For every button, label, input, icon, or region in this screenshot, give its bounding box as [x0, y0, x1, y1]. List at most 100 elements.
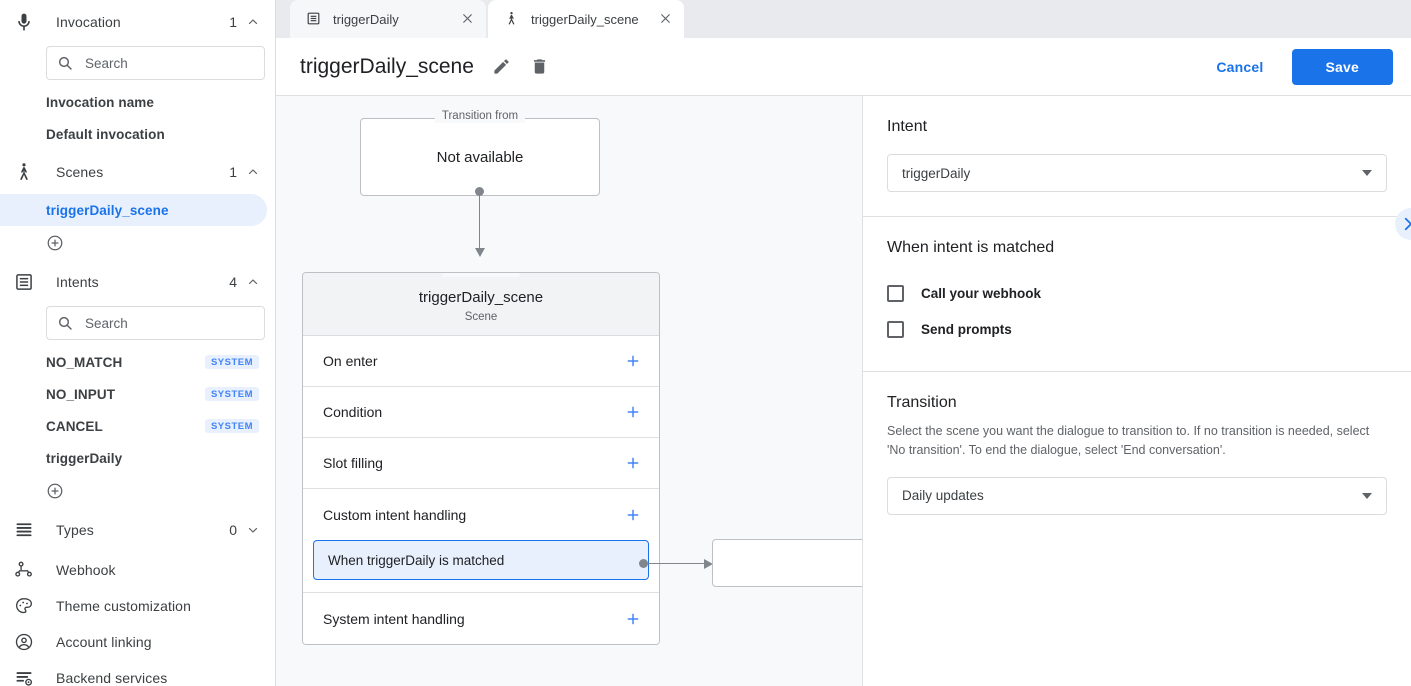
- when-intent-matched-title: When intent is matched: [887, 239, 1055, 256]
- sidebar-item-label: Theme customization: [56, 598, 191, 614]
- invocation-search-box[interactable]: [46, 46, 265, 80]
- checkbox-send-prompts[interactable]: [887, 320, 904, 338]
- sidebar-item-backend-services[interactable]: Backend services: [0, 660, 275, 686]
- invocation-search-wrap: [0, 46, 275, 80]
- sidebar-group-invocation-count: 1: [229, 14, 237, 30]
- tab-label: triggerDaily: [333, 11, 399, 27]
- pencil-icon[interactable]: [492, 57, 512, 77]
- checkbox-label: Send prompts: [921, 321, 1012, 337]
- sidebar-item-label: Default invocation: [46, 126, 165, 142]
- checkbox-label: Call your webhook: [921, 285, 1042, 301]
- sidebar-item-account-linking[interactable]: Account linking: [0, 624, 275, 660]
- sidebar-item-label: Webhook: [56, 562, 116, 578]
- handler-output-dot: [639, 559, 648, 568]
- transition-from-legend: Transition from: [434, 110, 526, 123]
- scene-row-slot-filling[interactable]: Slot filling: [303, 438, 659, 489]
- page-header: triggerDaily_scene Cancel Save: [276, 38, 1411, 96]
- sidebar-item-no-match[interactable]: NO_MATCH SYSTEM: [0, 346, 275, 378]
- transition-select-value: Daily updates: [902, 488, 984, 504]
- add-circle-icon[interactable]: [46, 482, 64, 500]
- sidebar-group-scenes-count: 1: [229, 164, 237, 180]
- add-custom-intent-handling-icon[interactable]: [625, 507, 641, 523]
- intent-handler-wrap: When triggerDaily is matched: [303, 540, 659, 593]
- palette-icon: [12, 594, 36, 618]
- scene-card[interactable]: Transition to triggerDaily_scene Scene O…: [302, 272, 660, 645]
- intents-search-box[interactable]: [46, 306, 265, 340]
- checkbox-row-call-your-webhook[interactable]: Call your webhook: [887, 275, 1387, 311]
- add-condition-icon[interactable]: [625, 404, 641, 420]
- add-system-intent-handling-icon[interactable]: [625, 611, 641, 627]
- transition-section: Transition Select the scene you want the…: [863, 372, 1411, 539]
- add-scene-row: [0, 226, 275, 260]
- sidebar-item-default-invocation[interactable]: Default invocation: [0, 118, 275, 150]
- sidebar-group-intents[interactable]: Intents 4: [0, 260, 275, 304]
- sidebar-item-label: NO_MATCH: [46, 354, 123, 370]
- intent-select[interactable]: triggerDaily: [887, 154, 1387, 192]
- sidebar-item-webhook[interactable]: Webhook: [0, 552, 275, 588]
- checkbox-row-send-prompts[interactable]: Send prompts: [887, 311, 1387, 347]
- system-badge: SYSTEM: [204, 418, 259, 434]
- edge-arrow-right: [704, 559, 713, 569]
- sidebar-group-intents-count: 4: [229, 274, 237, 290]
- tab-bar: triggerDaily triggerDaily_scene: [276, 0, 1411, 38]
- backend-services-icon: [12, 666, 36, 686]
- add-slot-filling-icon[interactable]: [625, 455, 641, 471]
- scene-row-condition[interactable]: Condition: [303, 387, 659, 438]
- transition-target-value: Dail: [713, 540, 862, 586]
- sidebar-item-label: Account linking: [56, 634, 152, 650]
- sidebar-item-cancel[interactable]: CANCEL SYSTEM: [0, 410, 275, 442]
- intent-icon: [306, 11, 322, 27]
- chevron-up-icon[interactable]: [247, 166, 259, 178]
- edge-start-dot: [475, 187, 484, 196]
- chevron-right-icon: [1404, 215, 1411, 233]
- scene-row-custom-intent-handling[interactable]: Custom intent handling: [303, 489, 659, 540]
- intents-search-input[interactable]: [83, 314, 254, 332]
- intent-handler-chip[interactable]: When triggerDaily is matched: [313, 540, 649, 580]
- scene-row-label: Slot filling: [323, 455, 383, 471]
- edge-arrow-down: [475, 248, 485, 257]
- scene-row-system-intent-handling[interactable]: System intent handling: [303, 593, 659, 644]
- chevron-up-icon[interactable]: [247, 16, 259, 28]
- close-icon[interactable]: [658, 11, 674, 27]
- transition-section-description: Select the scene you want the dialogue t…: [887, 424, 1370, 458]
- transition-target-node[interactable]: Tr Dail: [712, 539, 862, 587]
- tab-triggerdaily[interactable]: triggerDaily: [290, 0, 486, 38]
- edge-vertical: [479, 192, 480, 254]
- transition-select[interactable]: Daily updates: [887, 476, 1387, 515]
- account-circle-icon: [12, 630, 36, 654]
- when-intent-matched-section: When intent is matched Call your webhook…: [863, 217, 1411, 372]
- chevron-down-icon[interactable]: [247, 524, 259, 536]
- scene-graph-canvas[interactable]: Transition from Not available Transition…: [276, 96, 862, 686]
- cancel-button[interactable]: Cancel: [1204, 50, 1275, 84]
- sidebar-item-theme-customization[interactable]: Theme customization: [0, 588, 275, 624]
- tab-triggerdaily-scene[interactable]: triggerDaily_scene: [488, 0, 684, 38]
- sidebar-item-triggerdaily-scene[interactable]: triggerDaily_scene: [0, 194, 267, 226]
- chevron-up-icon[interactable]: [247, 276, 259, 288]
- invocation-search-input[interactable]: [83, 54, 254, 72]
- right-properties-panel: Intent triggerDaily When intent is match…: [862, 96, 1411, 686]
- intents-list-icon: [12, 270, 36, 294]
- save-button[interactable]: Save: [1291, 48, 1393, 85]
- scene-card-header: triggerDaily_scene Scene: [303, 273, 659, 336]
- transition-from-node[interactable]: Transition from Not available: [360, 110, 600, 196]
- scene-row-on-enter[interactable]: On enter: [303, 336, 659, 387]
- sidebar-group-scenes[interactable]: Scenes 1: [0, 150, 275, 194]
- sidebar-group-invocation-label: Invocation: [56, 14, 121, 30]
- sidebar-item-label: CANCEL: [46, 418, 103, 434]
- sidebar-group-types[interactable]: Types 0: [0, 508, 275, 552]
- sidebar-item-triggerdaily[interactable]: triggerDaily: [0, 442, 275, 474]
- trash-icon[interactable]: [530, 57, 550, 77]
- search-icon: [57, 315, 73, 331]
- add-circle-icon[interactable]: [46, 234, 64, 252]
- sidebar-group-invocation[interactable]: Invocation 1: [0, 0, 275, 44]
- close-icon[interactable]: [460, 11, 476, 27]
- checkbox-call-your-webhook[interactable]: [887, 284, 904, 302]
- sidebar-item-invocation-name[interactable]: Invocation name: [0, 86, 275, 118]
- scene-row-label: On enter: [323, 353, 378, 369]
- add-on-enter-icon[interactable]: [625, 353, 641, 369]
- sidebar-item-no-input[interactable]: NO_INPUT SYSTEM: [0, 378, 275, 410]
- scene-icon: [504, 11, 520, 27]
- sidebar-item-label: NO_INPUT: [46, 386, 116, 402]
- intent-section-title: Intent: [887, 118, 928, 135]
